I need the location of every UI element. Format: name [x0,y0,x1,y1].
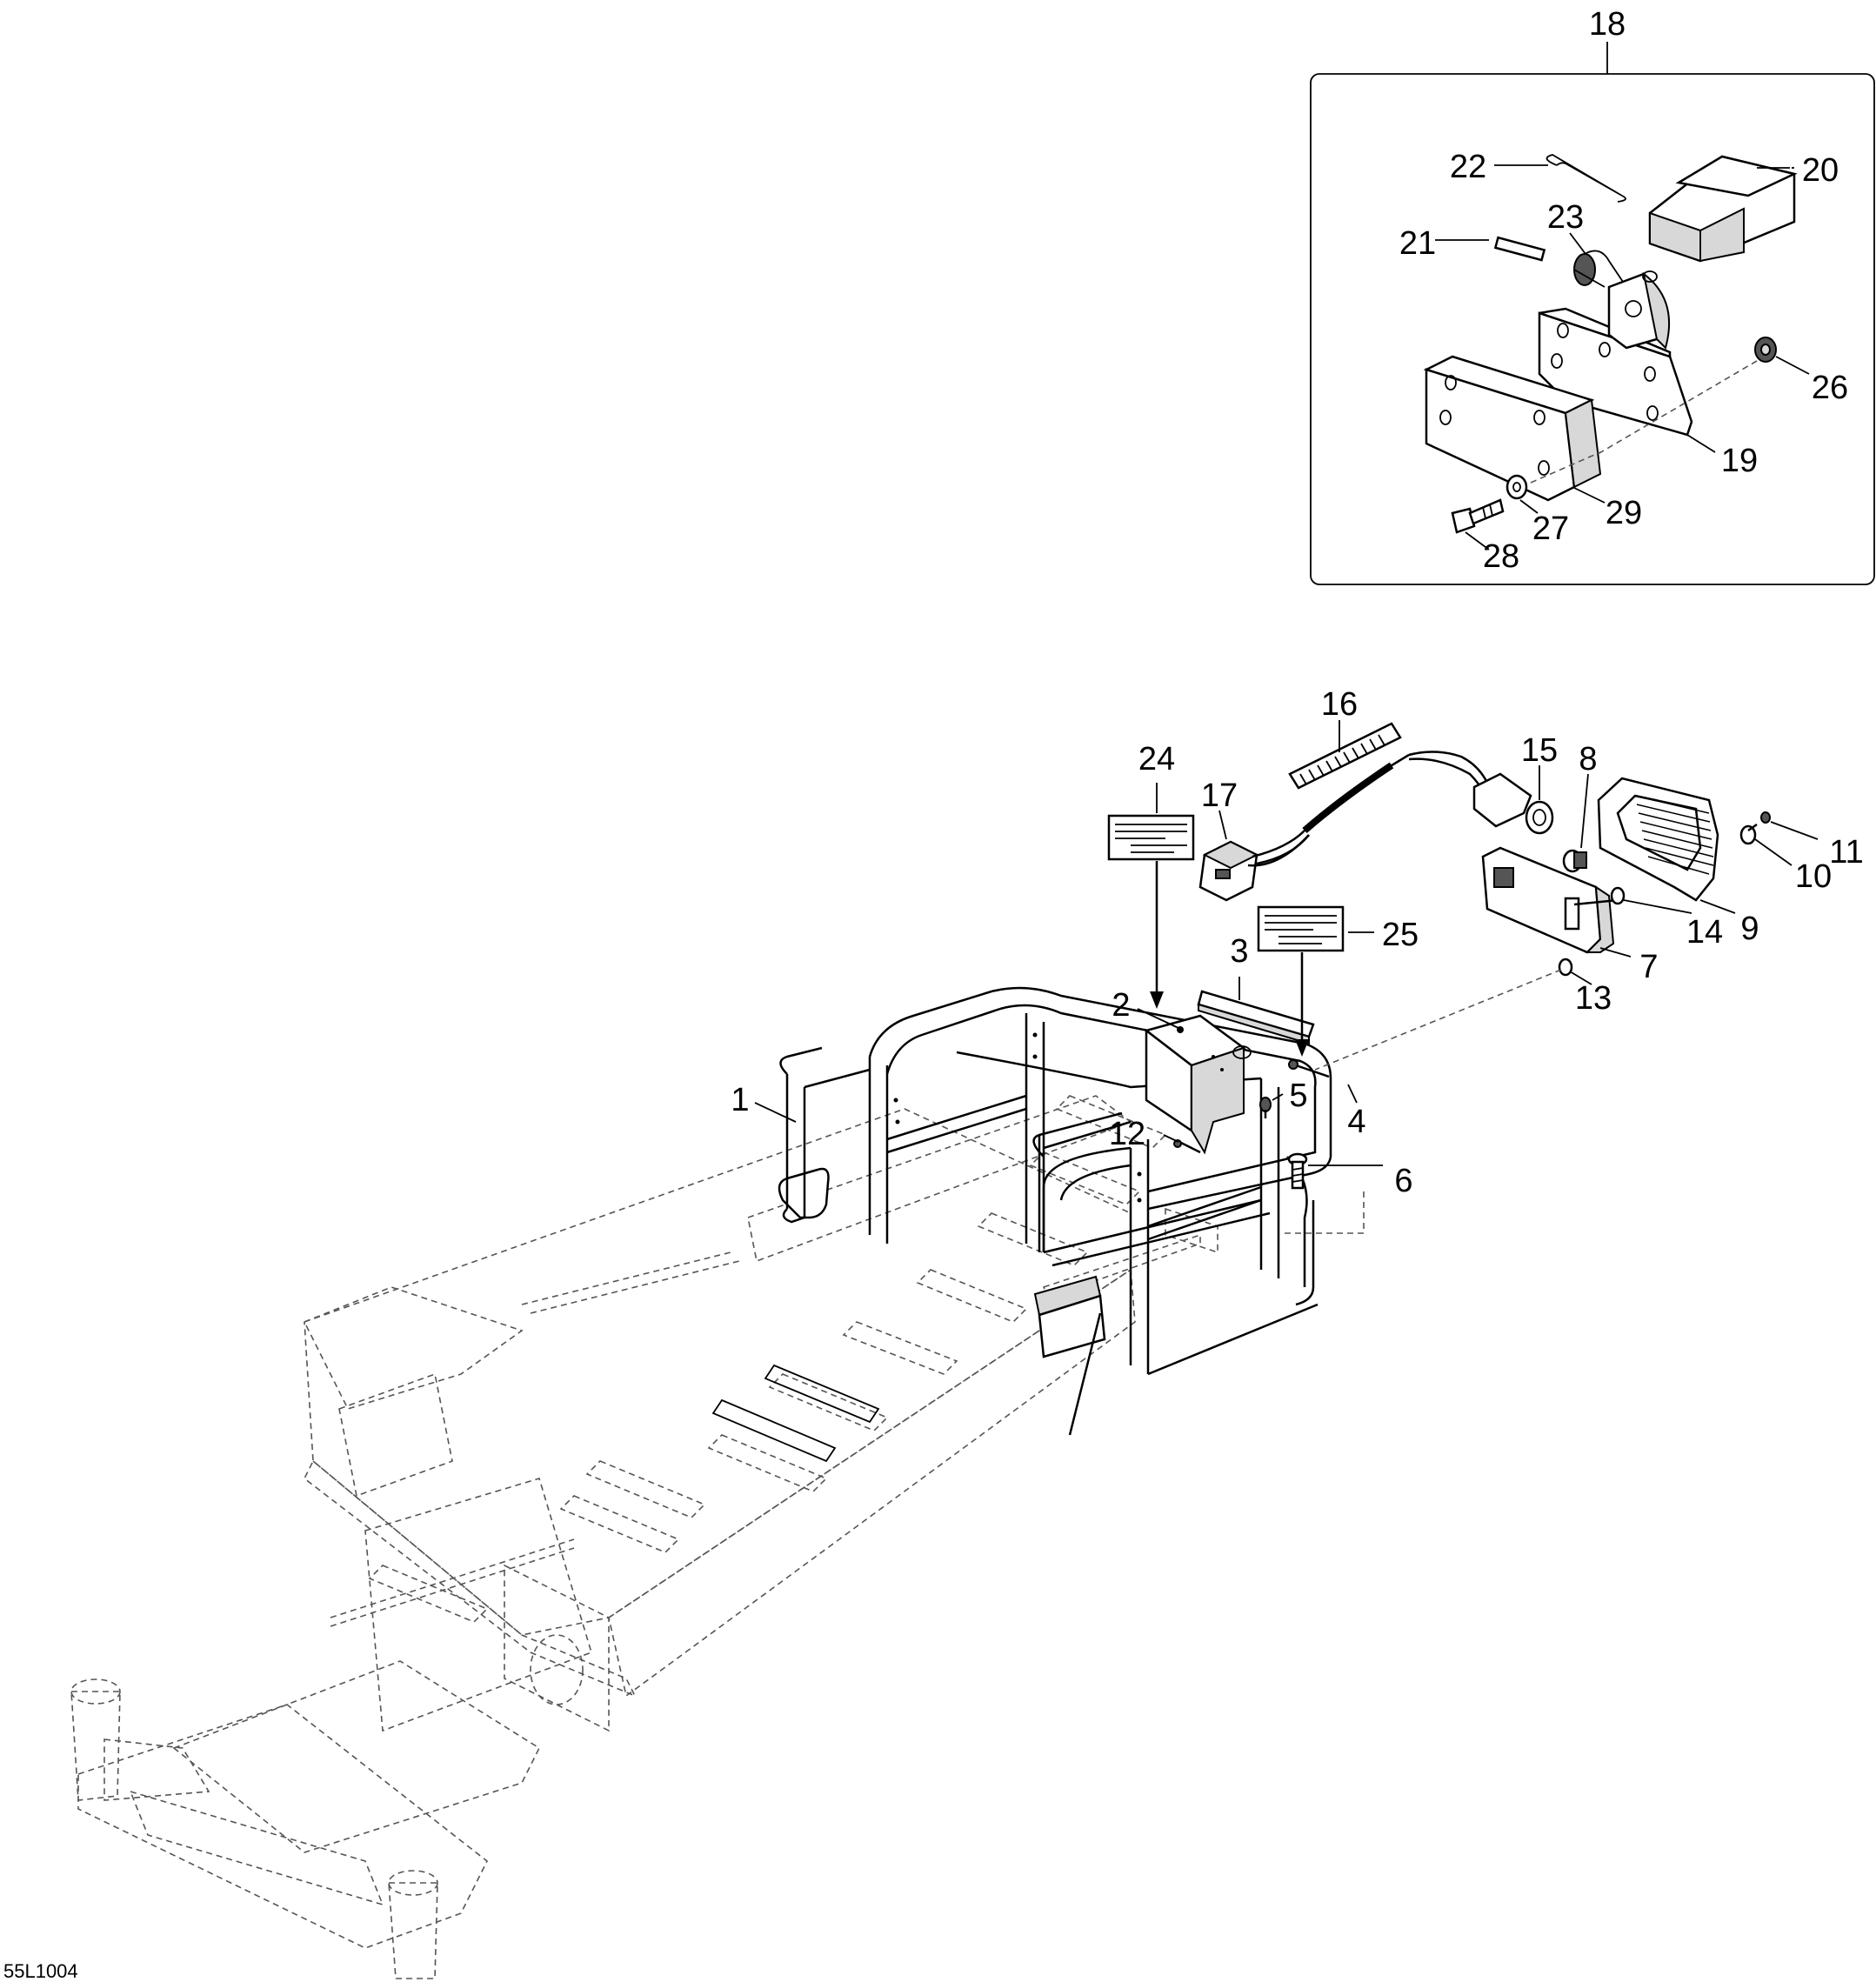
leader-9 [1699,899,1736,914]
wiring-harness-part [1198,751,1489,902]
callout-18: 18 [1589,6,1626,43]
bulb-part [1562,849,1587,873]
leader-10 [1754,838,1793,866]
callout-15: 15 [1521,732,1558,769]
warning-label-25 [1257,905,1345,952]
leader-8 [1580,773,1589,849]
callout-9: 9 [1740,911,1759,947]
leader-11 [1770,821,1819,840]
callout-7: 7 [1639,949,1658,985]
callout-14: 14 [1686,914,1723,951]
callout-11: 11 [1829,834,1863,871]
small-screw-part [1259,1097,1272,1118]
small-nut-part [1558,958,1573,977]
callout-25: 25 [1382,917,1419,953]
lens-screw-part [1747,811,1771,832]
callout-13: 13 [1575,980,1612,1017]
callout-4: 4 [1347,1104,1365,1140]
leader-2 [1137,1008,1179,1029]
leader-1 [754,1102,797,1123]
callout-28: 28 [1483,538,1519,575]
washer-part [1505,474,1528,500]
bulb-socket-part [1472,772,1554,835]
leader-5 [1272,1093,1284,1101]
spacer-plate-part [1423,355,1602,502]
leader-4 [1347,1084,1358,1104]
callout-6: 6 [1394,1163,1412,1199]
callout-3: 3 [1230,933,1248,970]
leader-23 [1569,232,1586,255]
lens-washer-part [1739,824,1757,845]
vehicle-frame-outline [70,1095,1218,1979]
assembly-path-13 [1314,969,1562,1071]
callout-21: 21 [1399,225,1436,262]
tail-light-lens-part [1597,777,1719,902]
leader-27 [1519,499,1539,514]
deck-slots [711,1364,880,1463]
callout-5: 5 [1289,1078,1307,1114]
cargo-rack-part [778,986,1332,1376]
hitch-plate-part [1538,270,1693,437]
callout-19: 19 [1721,443,1758,479]
housing-washer-part [1610,886,1626,905]
nut-part [1754,337,1777,363]
long-bolt-part [1287,1152,1308,1190]
wire-loom-part [1288,722,1402,790]
callout-10: 10 [1795,858,1832,895]
callout-12: 12 [1109,1116,1145,1152]
leader-17 [1218,810,1227,840]
assembly-path-19 [1578,360,1758,466]
callout-22: 22 [1450,149,1486,185]
reflector-strip-part [1197,990,1315,1045]
bolt-part [1451,498,1505,534]
leader-14 [1623,899,1692,914]
leader-13 [1569,971,1592,985]
hitch-cap-part [1648,155,1798,263]
callout-26: 26 [1812,370,1848,406]
mount-bracket-part [1144,1014,1252,1155]
lock-pin-part [1573,250,1627,288]
leader-7 [1599,947,1632,958]
leader-26 [1775,356,1810,375]
leader-28 [1465,531,1490,551]
callout-24: 24 [1138,741,1175,777]
callout-27: 27 [1532,511,1569,547]
callout-8: 8 [1579,741,1597,777]
callout-16: 16 [1321,686,1358,723]
callout-23: 23 [1547,199,1584,236]
hitch-inset: 18 20 22 21 23 [1310,6,1875,585]
hair-pin-part [1546,154,1626,203]
callout-20: 20 [1802,152,1839,189]
rear-support [1033,1275,1106,1436]
callout-2: 2 [1112,987,1130,1024]
light-housing-part [1481,846,1619,954]
leader-29 [1572,486,1606,504]
assembly-path-28 [1530,451,1601,484]
inset-frame [1310,73,1875,585]
callout-17: 17 [1201,777,1238,814]
callout-29: 29 [1606,495,1642,531]
callout-1: 1 [731,1082,749,1118]
leader-12 [1163,1134,1179,1143]
rivet-part [1288,1059,1330,1078]
drawing-code: 55L1004 [3,1960,78,1982]
pin-part [1493,236,1546,262]
leader-19 [1686,434,1716,453]
warning-label-24 [1107,814,1195,861]
bracket-bolt-part [1173,1139,1201,1154]
